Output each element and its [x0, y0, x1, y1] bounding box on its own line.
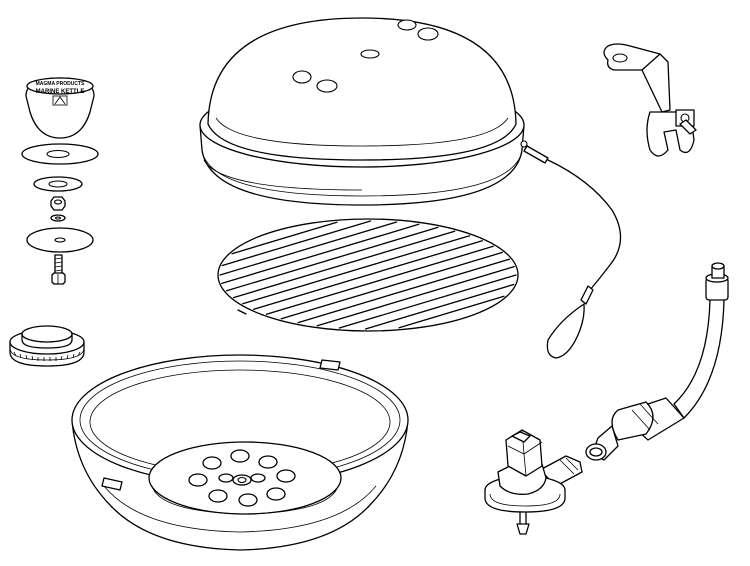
hex-nut: [50, 196, 66, 211]
grate-wire: [219, 221, 398, 276]
cooking-grate: [217, 218, 519, 332]
grate-wire: [221, 220, 372, 267]
knob-logo-line-1: MAGMA PRODUCTS: [36, 81, 85, 87]
grate-wire: [242, 235, 471, 305]
grate-wire: [232, 230, 456, 299]
mounting-plate: [26, 227, 94, 253]
grill-lid: [199, 17, 528, 206]
burner-ports: [188, 449, 296, 507]
lid-lanyard: [523, 145, 622, 359]
knob-gasket: [21, 143, 99, 165]
grate-wire: [231, 221, 338, 255]
grate-wire: [265, 245, 494, 315]
firebox-bowl: [71, 354, 409, 551]
grate-wire: [225, 226, 439, 292]
grate-wire: [398, 295, 505, 329]
knob-washer: [33, 176, 83, 192]
knob-logo: MAGMA PRODUCTS MARINE KETTLE: [36, 81, 85, 106]
grate-wire: [280, 251, 504, 320]
grate-wire: [253, 240, 483, 310]
grate-wire: [338, 274, 517, 329]
grate-wire: [221, 223, 420, 285]
grate-wire: [364, 283, 515, 330]
grate-wire: [316, 265, 515, 327]
threaded-bolt: [51, 254, 66, 285]
mounting-bracket: [603, 43, 697, 157]
gas-valve-regulator: [484, 429, 583, 535]
knob-logo-line-2: MARINE KETTLE: [36, 89, 85, 95]
gas-hose: [585, 262, 729, 461]
grate-bars: [219, 220, 517, 330]
small-washer: [50, 214, 66, 222]
grate-wire: [297, 258, 511, 324]
control-knob: MAGMA PRODUCTS MARINE KETTLE: [25, 77, 95, 139]
burner-cap: [9, 325, 85, 367]
